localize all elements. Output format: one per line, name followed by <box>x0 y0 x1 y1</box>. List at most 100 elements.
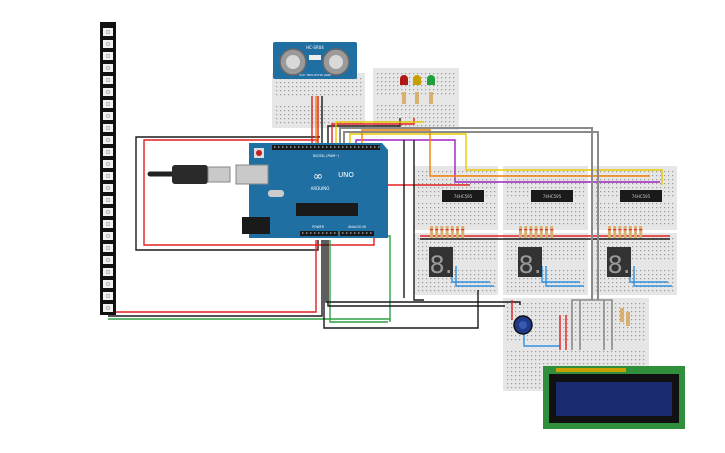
breadboard-hole <box>418 258 420 260</box>
breadboard-hole <box>445 113 447 115</box>
segment-resistor <box>623 226 627 238</box>
seven-seg-3-digit: 8. <box>608 251 631 279</box>
breadboard-hole <box>344 106 346 108</box>
breadboard-hole <box>579 195 581 197</box>
breadboard-hole <box>507 246 509 248</box>
breadboard-hole <box>316 90 318 92</box>
breadboard-hole <box>421 93 423 95</box>
breadboard-hole <box>660 207 662 209</box>
breadboard-hole <box>490 215 492 217</box>
breadboard-hole <box>470 183 472 185</box>
breadboard-hole <box>385 81 387 83</box>
segment-resistor <box>440 226 444 238</box>
breadboard-hole <box>599 339 601 341</box>
breadboard-hole <box>547 331 549 333</box>
breadboard-hole <box>535 223 537 225</box>
breadboard-hole <box>579 171 581 173</box>
breadboard-hole <box>519 307 521 309</box>
breadboard-hole <box>296 90 298 92</box>
breadboard-hole <box>449 81 451 83</box>
breadboard-hole <box>425 73 427 75</box>
breadboard-hole <box>454 290 456 292</box>
breadboard-hole <box>672 254 674 256</box>
breadboard-hole <box>543 250 545 252</box>
breadboard-hole <box>668 258 670 260</box>
wire-black-lower-3 <box>327 240 505 307</box>
breadboard-hole <box>474 270 476 272</box>
breadboard-hole <box>519 203 521 205</box>
breadboard-hole <box>623 339 625 341</box>
breadboard-hole <box>643 307 645 309</box>
breadboard-hole <box>596 215 598 217</box>
breadboard-hole <box>288 86 290 88</box>
breadboard-hole <box>401 113 403 115</box>
arduino-reset-cap <box>256 150 262 156</box>
breadboard-hole <box>600 215 602 217</box>
breadboard-hole <box>511 351 513 353</box>
breadboard-hole <box>454 270 456 272</box>
breadboard-hole <box>519 387 521 389</box>
breadboard-hole <box>627 303 629 305</box>
breadboard-hole <box>511 187 513 189</box>
breadboard-hole <box>454 242 456 244</box>
breadboard-hole <box>632 250 634 252</box>
breadboard-hole <box>470 254 472 256</box>
breadboard-hole <box>571 355 573 357</box>
breadboard-hole <box>519 375 521 377</box>
breadboard-hole <box>551 278 553 280</box>
breadboard-hole <box>543 171 545 173</box>
breadboard-hole <box>434 211 436 213</box>
breadboard-hole <box>292 106 294 108</box>
breadboard-hole <box>422 219 424 221</box>
breadboard-hole <box>535 219 537 221</box>
breadboard-hole <box>462 219 464 221</box>
breadboard-hole <box>643 323 645 325</box>
breadboard-hole <box>531 215 533 217</box>
breadboard-hole <box>482 171 484 173</box>
breadboard-hole <box>579 219 581 221</box>
breadboard-hole <box>515 207 517 209</box>
breadboard-hole <box>482 223 484 225</box>
breadboard-hole <box>644 219 646 221</box>
breadboard-hole <box>668 175 670 177</box>
breadboard-hole <box>603 355 605 357</box>
breadboard-hole <box>519 223 521 225</box>
breadboard-hole <box>620 203 622 205</box>
breadboard-hole <box>656 215 658 217</box>
breadboard-hole <box>474 246 476 248</box>
breadboard-hole <box>640 246 642 248</box>
breadboard-hole <box>567 351 569 353</box>
breadboard-hole <box>426 282 428 284</box>
breadboard-hole <box>563 223 565 225</box>
breadboard-hole <box>555 250 557 252</box>
breadboard-hole <box>523 223 525 225</box>
breadboard-hole <box>462 274 464 276</box>
breadboard-hole <box>507 383 509 385</box>
breadboard-hole <box>442 171 444 173</box>
breadboard-hole <box>340 118 342 120</box>
breadboard-hole <box>660 215 662 217</box>
breadboard-hole <box>551 339 553 341</box>
breadboard-hole <box>507 274 509 276</box>
breadboard-hole <box>623 335 625 337</box>
breadboard-hole <box>494 171 496 173</box>
breadboard-hole <box>624 171 626 173</box>
header-pin <box>306 146 308 148</box>
breadboard-hole <box>531 331 533 333</box>
breadboard-hole <box>567 339 569 341</box>
breadboard-hole <box>595 363 597 365</box>
breadboard-hole <box>462 171 464 173</box>
breadboard-hole <box>595 351 597 353</box>
breadboard-hole <box>652 270 654 272</box>
breadboard-hole <box>344 114 346 116</box>
breadboard-hole <box>426 187 428 189</box>
breadboard-hole <box>442 290 444 292</box>
breadboard-hole <box>639 351 641 353</box>
breadboard-hole <box>430 203 432 205</box>
breadboard-hole <box>421 89 423 91</box>
breadboard-hole <box>393 89 395 91</box>
header-pin <box>370 146 372 148</box>
breadboard-hole <box>507 191 509 193</box>
breadboard-hole <box>328 82 330 84</box>
breadboard-hole <box>596 191 598 193</box>
